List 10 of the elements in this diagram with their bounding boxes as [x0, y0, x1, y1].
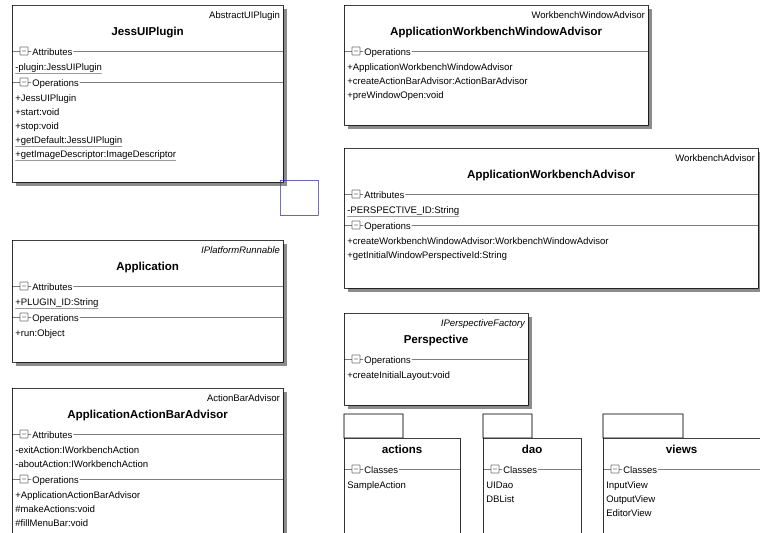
class-box: IPerspectiveFactory Perspective Operations +createInitialLayout:void: [344, 313, 532, 409]
class-box: AbstractUIPlugin JessUIPlugin Attributes -plugin:JessUIPlugin Operations +JessUIPlugin +start:void +stop:void +getDefault:JessUIPlugin +getImageDescriptor:ImageDescriptor: [12, 5, 287, 186]
selection-box: [280, 180, 319, 216]
class-box: WorkbenchAdvisor ApplicationWorkbenchAdvisor Attributes -PERSPECTIVE_ID:String Operations +createWorkbenchWindowAdvisor:WorkbenchWindowAdvisor +getInitialWindowPerspectiveId:String: [344, 148, 760, 292]
class-box: IPlatformRunnable Application Attributes +PLUGIN_ID:String Operations +run:Object: [12, 240, 287, 366]
package-box: dao Classes UIDao DBList: [482, 414, 582, 533]
package-box: actions Classes SampleAction: [344, 414, 461, 533]
class-box: WorkbenchWindowAdvisor ApplicationWorkbenchWindowAdvisor Operations +ApplicationWorkbenchWindowAdvisor +createActionBarAdvisor:ActionBarAdvisor +preWindowOpen:void: [344, 5, 652, 129]
class-box: ActionBarAdvisor ApplicationActionBarAdvisor Attributes -exitAction:IWorkbenchAction -aboutAction:IWorkbenchAction Operations +ApplicationActionBarAdvisor #makeActions:void #fillMenuBar:void: [12, 388, 287, 533]
package-box: views Classes InputView OutputView EditorView: [602, 414, 760, 533]
